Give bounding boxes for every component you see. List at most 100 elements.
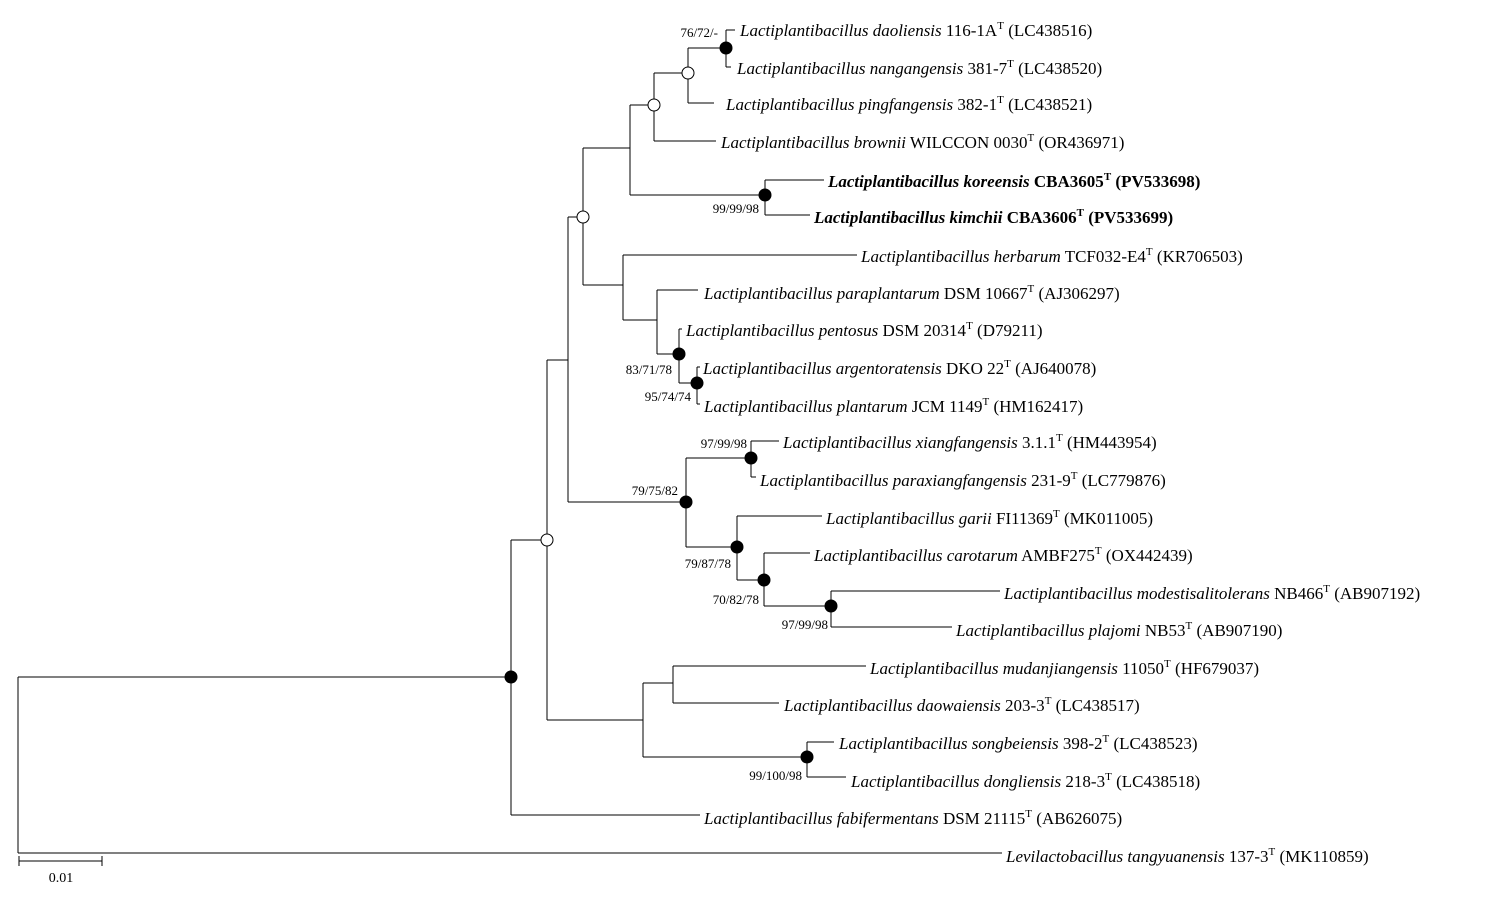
type-strain-superscript: T bbox=[1071, 470, 1078, 482]
strain-name: NB466 bbox=[1270, 584, 1323, 603]
taxon-label: Lactiplantibacillus argentoratensis DKO … bbox=[702, 358, 1096, 378]
accession-number: (MK110859) bbox=[1275, 847, 1368, 866]
strain-name: 137-3 bbox=[1225, 847, 1269, 866]
bootstrap-value: 97/99/98 bbox=[701, 436, 747, 451]
type-strain-superscript: T bbox=[1095, 545, 1102, 557]
supported-node-marker bbox=[730, 540, 744, 554]
type-strain-superscript: T bbox=[1025, 808, 1032, 820]
supported-node-marker bbox=[679, 495, 693, 509]
accession-number: (LC438517) bbox=[1051, 696, 1139, 715]
accession-number: (LC438523) bbox=[1109, 734, 1197, 753]
weak-node-marker bbox=[647, 98, 661, 112]
accession-number: (LC438520) bbox=[1014, 59, 1102, 78]
strain-name: DSM 21115 bbox=[939, 809, 1026, 828]
strain-name: 381-7 bbox=[963, 59, 1007, 78]
taxon-label: Lactiplantibacillus daoliensis 116-1AT (… bbox=[739, 20, 1092, 40]
species-name: Lactiplantibacillus pingfangensis bbox=[725, 95, 954, 114]
supported-node-marker bbox=[504, 670, 518, 684]
bootstrap-value: 83/71/78 bbox=[626, 362, 672, 377]
weak-node-marker bbox=[576, 210, 590, 224]
accession-number: (LC438516) bbox=[1004, 21, 1092, 40]
type-strain-superscript: T bbox=[1053, 508, 1060, 520]
accession-number: (LC779876) bbox=[1077, 471, 1165, 490]
strain-name: DSM 20314 bbox=[878, 321, 966, 340]
scale-bar-label: 0.01 bbox=[49, 871, 74, 886]
taxon-label: Lactiplantibacillus garii FI11369T (MK01… bbox=[825, 508, 1153, 528]
species-name: Lactiplantibacillus plajomi bbox=[955, 621, 1141, 640]
species-name: Lactiplantibacillus fabifermentans bbox=[703, 809, 939, 828]
supported-node-marker bbox=[690, 376, 704, 390]
strain-name: 203-3 bbox=[1001, 696, 1045, 715]
strain-name: DSM 10667 bbox=[940, 284, 1028, 303]
strain-name: 218-3 bbox=[1061, 772, 1105, 791]
type-strain-superscript: T bbox=[1004, 358, 1011, 370]
species-name: Lactiplantibacillus herbarum bbox=[860, 247, 1061, 266]
strain-name: 382-1 bbox=[953, 95, 997, 114]
taxon-label: Lactiplantibacillus xiangfangensis 3.1.1… bbox=[782, 432, 1157, 452]
taxon-label: Lactiplantibacillus mudanjiangensis 1105… bbox=[869, 658, 1259, 678]
type-strain-superscript: T bbox=[997, 20, 1004, 32]
accession-number: (AB907192) bbox=[1330, 584, 1420, 603]
accession-number: (AJ306297) bbox=[1034, 284, 1119, 303]
supported-node-marker bbox=[824, 599, 838, 613]
species-name: Lactiplantibacillus plantarum bbox=[703, 397, 908, 416]
species-name: Lactiplantibacillus paraxiangfangensis bbox=[759, 471, 1027, 490]
type-strain-superscript: T bbox=[1007, 58, 1014, 70]
type-strain-superscript: T bbox=[997, 94, 1004, 106]
species-name: Lactiplantibacillus modestisalitolerans bbox=[1003, 584, 1270, 603]
tree-nodes bbox=[504, 41, 838, 764]
species-name: Lactiplantibacillus carotarum bbox=[813, 546, 1018, 565]
type-strain-superscript: T bbox=[1269, 846, 1276, 858]
accession-number: (AJ640078) bbox=[1011, 359, 1096, 378]
accession-number: (PV533699) bbox=[1084, 208, 1173, 227]
type-strain-superscript: T bbox=[1186, 620, 1193, 632]
type-strain-superscript: T bbox=[966, 320, 973, 332]
strain-name: FI11369 bbox=[992, 509, 1053, 528]
bootstrap-value: 76/72/- bbox=[680, 25, 718, 40]
bootstrap-labels: 76/72/-99/99/9883/71/7895/74/7497/99/987… bbox=[626, 25, 828, 783]
strain-name: CBA3606 bbox=[1002, 208, 1076, 227]
supported-node-marker bbox=[758, 188, 772, 202]
accession-number: (OX442439) bbox=[1102, 546, 1193, 565]
bootstrap-value: 99/99/98 bbox=[713, 201, 759, 216]
species-name: Lactiplantibacillus paraplantarum bbox=[703, 284, 940, 303]
species-name: Levilactobacillus tangyuanensis bbox=[1005, 847, 1225, 866]
taxon-label: Lactiplantibacillus kimchii CBA3606T (PV… bbox=[813, 207, 1173, 227]
bootstrap-value: 79/75/82 bbox=[632, 483, 678, 498]
taxon-label: Lactiplantibacillus modestisalitolerans … bbox=[1003, 583, 1420, 603]
accession-number: (KR706503) bbox=[1153, 247, 1243, 266]
type-strain-superscript: T bbox=[1105, 771, 1112, 783]
taxon-label: Lactiplantibacillus paraplantarum DSM 10… bbox=[703, 283, 1120, 303]
taxon-label: Lactiplantibacillus carotarum AMBF275T (… bbox=[813, 545, 1193, 565]
taxon-label: Levilactobacillus tangyuanensis 137-3T (… bbox=[1005, 846, 1369, 866]
strain-name: 231-9 bbox=[1027, 471, 1071, 490]
type-strain-superscript: T bbox=[1104, 171, 1112, 183]
taxon-label: Lactiplantibacillus brownii WILCCON 0030… bbox=[720, 132, 1124, 152]
type-strain-superscript: T bbox=[1164, 658, 1171, 670]
weak-node-marker bbox=[681, 66, 695, 80]
strain-name: 11050 bbox=[1118, 659, 1164, 678]
accession-number: (HF679037) bbox=[1171, 659, 1259, 678]
bootstrap-value: 97/99/98 bbox=[782, 617, 828, 632]
strain-name: 3.1.1 bbox=[1018, 433, 1056, 452]
type-strain-superscript: T bbox=[1077, 207, 1085, 219]
accession-number: (PV533698) bbox=[1111, 172, 1200, 191]
accession-number: (D79211) bbox=[973, 321, 1043, 340]
species-name: Lactiplantibacillus xiangfangensis bbox=[782, 433, 1018, 452]
taxon-label: Lactiplantibacillus plantarum JCM 1149T … bbox=[703, 396, 1083, 416]
taxon-label: Lactiplantibacillus herbarum TCF032-E4T … bbox=[860, 246, 1243, 266]
bootstrap-value: 79/87/78 bbox=[685, 556, 731, 571]
accession-number: (HM162417) bbox=[989, 397, 1083, 416]
species-name: Lactiplantibacillus nangangensis bbox=[736, 59, 964, 78]
type-strain-superscript: T bbox=[1027, 132, 1034, 144]
strain-name: AMBF275 bbox=[1018, 546, 1095, 565]
accession-number: (OR436971) bbox=[1034, 133, 1124, 152]
weak-node-marker bbox=[540, 533, 554, 547]
type-strain-superscript: T bbox=[1045, 695, 1052, 707]
supported-node-marker bbox=[672, 347, 686, 361]
taxon-label: Lactiplantibacillus nangangensis 381-7T … bbox=[736, 58, 1102, 78]
supported-node-marker bbox=[719, 41, 733, 55]
species-name: Lactiplantibacillus songbeiensis bbox=[838, 734, 1059, 753]
strain-name: 116-1A bbox=[942, 21, 998, 40]
